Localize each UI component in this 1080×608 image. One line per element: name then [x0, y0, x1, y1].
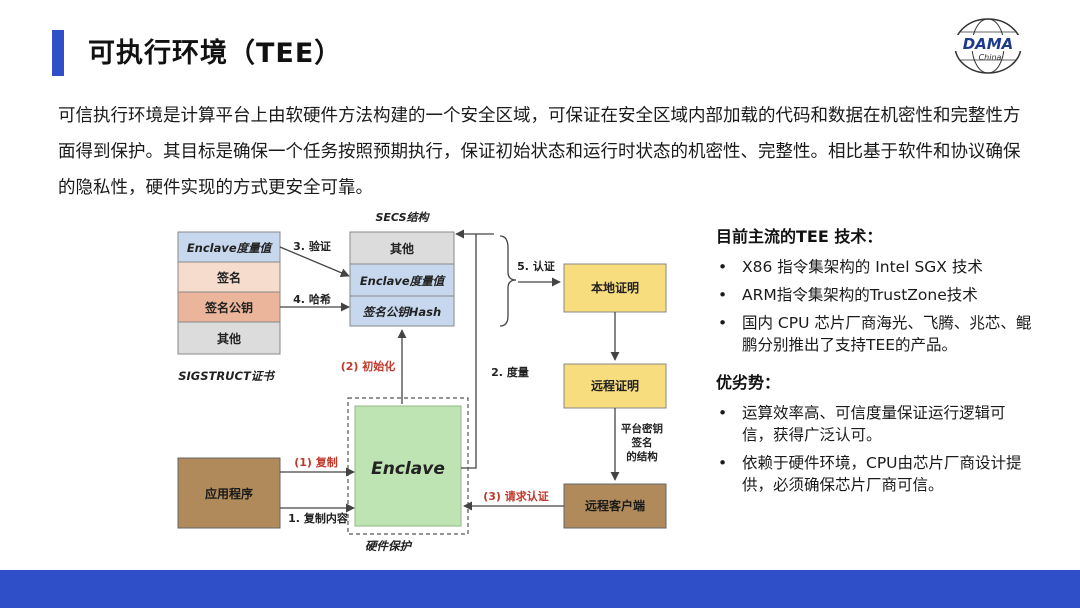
sigstruct-signature: 签名 [216, 270, 241, 285]
right-panel: 目前主流的TEE 技术： •X86 指令集架构的 Intel SGX 技术 •A… [716, 224, 1056, 510]
sigstruct-measure: Enclave度量值 [187, 241, 274, 255]
arrow-attest-label: 5. 认证 [517, 259, 555, 273]
bullet-icon: • [718, 314, 728, 332]
secs-title: SECS结构 [375, 211, 430, 224]
hw-protect-label: 硬件保护 [365, 539, 412, 553]
footer-bar [0, 570, 1080, 608]
tee-architecture-diagram: Enclave度量值 签名 签名公钥 其他 SIGSTRUCT证书 SECS结构… [168, 204, 688, 564]
arrow-hash-label: 4. 哈希 [293, 292, 331, 306]
mainstream-list: •X86 指令集架构的 Intel SGX 技术 •ARM指令集架构的Trust… [716, 256, 1056, 356]
pros-cons-list: •运算效率高、可信度量保证运行逻辑可信，获得广泛认可。 •依赖于硬件环境，CPU… [716, 402, 1056, 496]
dama-logo: DAMA China [950, 16, 1026, 76]
arrow-copy-label: (1) 复制 [294, 455, 338, 469]
platform-key-line1: 平台密钥 [621, 422, 663, 435]
sigstruct-other: 其他 [217, 331, 241, 346]
logo-subtext: China [979, 53, 1002, 62]
remote-client-box: 远程客户端 [585, 498, 645, 513]
sigstruct-title: SIGSTRUCT证书 [178, 369, 276, 383]
remote-cert-box: 远程证明 [591, 378, 639, 393]
pros-cons-heading: 优劣势： [716, 373, 781, 392]
mainstream-heading: 目前主流的TEE 技术： [716, 227, 883, 246]
list-item: •X86 指令集架构的 Intel SGX 技术 [718, 258, 983, 276]
arrow-request-label: (3) 请求认证 [483, 489, 549, 503]
platform-key-line3: 的结构 [626, 450, 658, 463]
arrow-copy-content-label: 1. 复制内容 [288, 511, 348, 525]
list-item: •国内 CPU 芯片厂商海光、飞腾、兆芯、鲲鹏分别推出了支持TEE的产品。 [718, 314, 1032, 354]
logo-text: DAMA [963, 35, 1014, 53]
sigstruct-pubkey: 签名公钥 [204, 300, 253, 315]
intro-paragraph: 可信执行环境是计算平台上由软硬件方法构建的一个安全区域，可保证在安全区域内部加载… [58, 106, 1021, 198]
list-item: •运算效率高、可信度量保证运行逻辑可信，获得广泛认可。 [718, 404, 1006, 444]
list-item: •ARM指令集架构的TrustZone技术 [718, 286, 978, 304]
platform-key-line2: 签名 [631, 436, 653, 449]
app-box: 应用程序 [205, 486, 253, 501]
secs-other: 其他 [390, 241, 414, 256]
bullet-icon: • [718, 286, 728, 304]
enclave-box: Enclave [371, 459, 445, 479]
arrow-init-label: (2) 初始化 [341, 359, 396, 373]
arrow-measure-label: 2. 度量 [491, 365, 529, 379]
bullet-icon: • [718, 404, 728, 422]
title-accent-bar [52, 30, 64, 76]
bullet-icon: • [718, 454, 728, 472]
secs-stack: 其他 Enclave度量值 签名公钥Hash [349, 231, 455, 327]
arrow-verify-label: 3. 验证 [293, 239, 331, 253]
list-item: •依赖于硬件环境，CPU由芯片厂商设计提供，必须确保芯片厂商可信。 [718, 454, 1022, 494]
secs-measure: Enclave度量值 [360, 274, 447, 288]
secs-pubkey-hash: 签名公钥Hash [363, 305, 441, 319]
sigstruct-stack: Enclave度量值 签名 签名公钥 其他 SIGSTRUCT证书 [177, 231, 281, 383]
bullet-icon: • [718, 258, 728, 276]
page-title: 可执行环境（TEE） [88, 38, 343, 69]
local-cert-box: 本地证明 [591, 280, 639, 295]
